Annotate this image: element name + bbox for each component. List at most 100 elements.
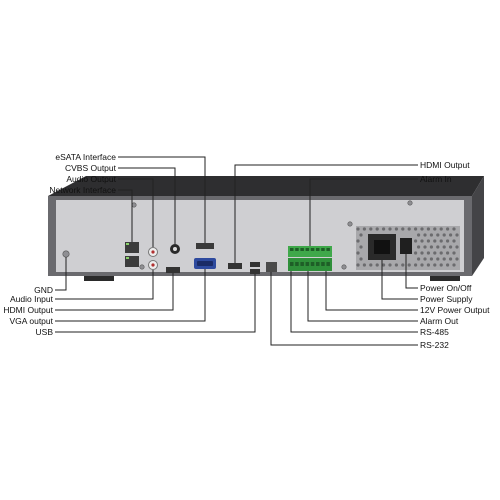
- vent-hole: [423, 257, 427, 261]
- vent-hole: [423, 233, 427, 237]
- vent-hole: [455, 257, 459, 261]
- vent-hole: [442, 233, 446, 237]
- terminal-pin: [326, 262, 330, 266]
- vent-hole: [429, 245, 433, 249]
- vent-hole: [417, 257, 421, 261]
- vent-hole: [420, 239, 424, 243]
- rj45-led: [126, 257, 129, 259]
- callout-label-rs485: RS-485: [420, 327, 449, 337]
- callout-label-hdmi-out-top: HDMI Output: [420, 160, 470, 170]
- vent-hole: [356, 227, 360, 231]
- chassis-foot-left: [84, 276, 114, 281]
- leader-line: [118, 167, 176, 244]
- callout-label-alarm-out: Alarm Out: [420, 316, 459, 326]
- terminal-pin: [295, 262, 299, 266]
- audio-jack-core: [151, 250, 155, 254]
- vent-hole: [452, 227, 456, 231]
- terminal-pin: [326, 248, 330, 251]
- callout-label-alarm-in: Alarm In: [420, 174, 452, 184]
- network-ports: [125, 242, 139, 267]
- vent-hole: [369, 263, 373, 267]
- vent-hole: [394, 263, 398, 267]
- audio-jack-core: [151, 263, 155, 267]
- terminal-pin: [300, 248, 304, 251]
- leader-line: [234, 164, 418, 263]
- terminal-pin: [310, 262, 315, 266]
- chassis-side-surface: [472, 176, 484, 276]
- vent-hole: [439, 227, 443, 231]
- vent-hole: [382, 227, 386, 231]
- rj45-led: [126, 243, 129, 245]
- vent-hole: [452, 251, 456, 255]
- vga-pins: [197, 261, 213, 266]
- vent-hole: [359, 233, 363, 237]
- leader-line: [55, 270, 154, 300]
- usb-port: [250, 262, 260, 267]
- vent-hole: [407, 227, 411, 231]
- leader-line: [118, 189, 133, 242]
- screw: [62, 250, 70, 258]
- vent-hole: [455, 245, 459, 249]
- vent-hole: [401, 227, 405, 231]
- vent-hole: [417, 245, 421, 249]
- callout-label-esata: eSATA Interface: [55, 152, 116, 162]
- vent-hole: [401, 263, 405, 267]
- vent-hole: [433, 251, 437, 255]
- vga-connector: [194, 258, 216, 269]
- vent-hole: [362, 227, 366, 231]
- vent-hole: [356, 239, 360, 243]
- vent-hole: [362, 263, 366, 267]
- power-socket: [368, 234, 396, 260]
- vent-hole: [414, 251, 418, 255]
- leader-lines: [55, 156, 418, 346]
- leader-line: [55, 269, 206, 322]
- vent-hole: [426, 263, 430, 267]
- vent-hole: [356, 263, 360, 267]
- vent-hole: [417, 233, 421, 237]
- vent-hole: [439, 239, 443, 243]
- leader-line: [405, 254, 418, 289]
- vent-hole: [429, 233, 433, 237]
- vent-hole: [420, 263, 424, 267]
- terminal-pin: [290, 248, 294, 251]
- vent-hole: [414, 239, 418, 243]
- vent-hole: [442, 257, 446, 261]
- vent-hole: [356, 251, 360, 255]
- leader-line: [55, 274, 256, 333]
- vent-hole: [375, 227, 379, 231]
- callout-label-network: Network Interface: [49, 185, 116, 195]
- usb-ports: [250, 262, 260, 274]
- vent-hole: [359, 245, 363, 249]
- hdmi-port-upper: [228, 263, 242, 269]
- leader-line: [55, 273, 174, 311]
- vent-hole: [433, 263, 437, 267]
- vent-hole: [436, 245, 440, 249]
- vent-hole: [455, 233, 459, 237]
- vent-hole: [369, 227, 373, 231]
- terminal-block-upper: [288, 246, 332, 257]
- vent-hole: [449, 257, 453, 261]
- rocker-switch: [400, 238, 412, 254]
- vent-hole: [420, 251, 424, 255]
- vent-hole: [359, 257, 363, 261]
- screw: [139, 264, 145, 270]
- alarm-terminal-block: [288, 246, 332, 271]
- terminal-block-lower: [288, 258, 332, 271]
- rj45-port-upper: [125, 242, 139, 253]
- vent-hole: [388, 227, 392, 231]
- screw: [341, 264, 347, 270]
- esata-port: [196, 243, 214, 249]
- leader-line: [325, 271, 418, 311]
- vent-hole: [382, 263, 386, 267]
- iec-socket-inner: [374, 240, 390, 254]
- vent-hole: [433, 227, 437, 231]
- vent-hole: [439, 263, 443, 267]
- vent-hole: [433, 239, 437, 243]
- vent-hole: [449, 245, 453, 249]
- callout-label-vga: VGA output: [9, 316, 53, 326]
- leader-line: [118, 156, 206, 243]
- vent-hole: [436, 257, 440, 261]
- callout-label-rs232: RS-232: [420, 340, 449, 350]
- vent-hole: [423, 245, 427, 249]
